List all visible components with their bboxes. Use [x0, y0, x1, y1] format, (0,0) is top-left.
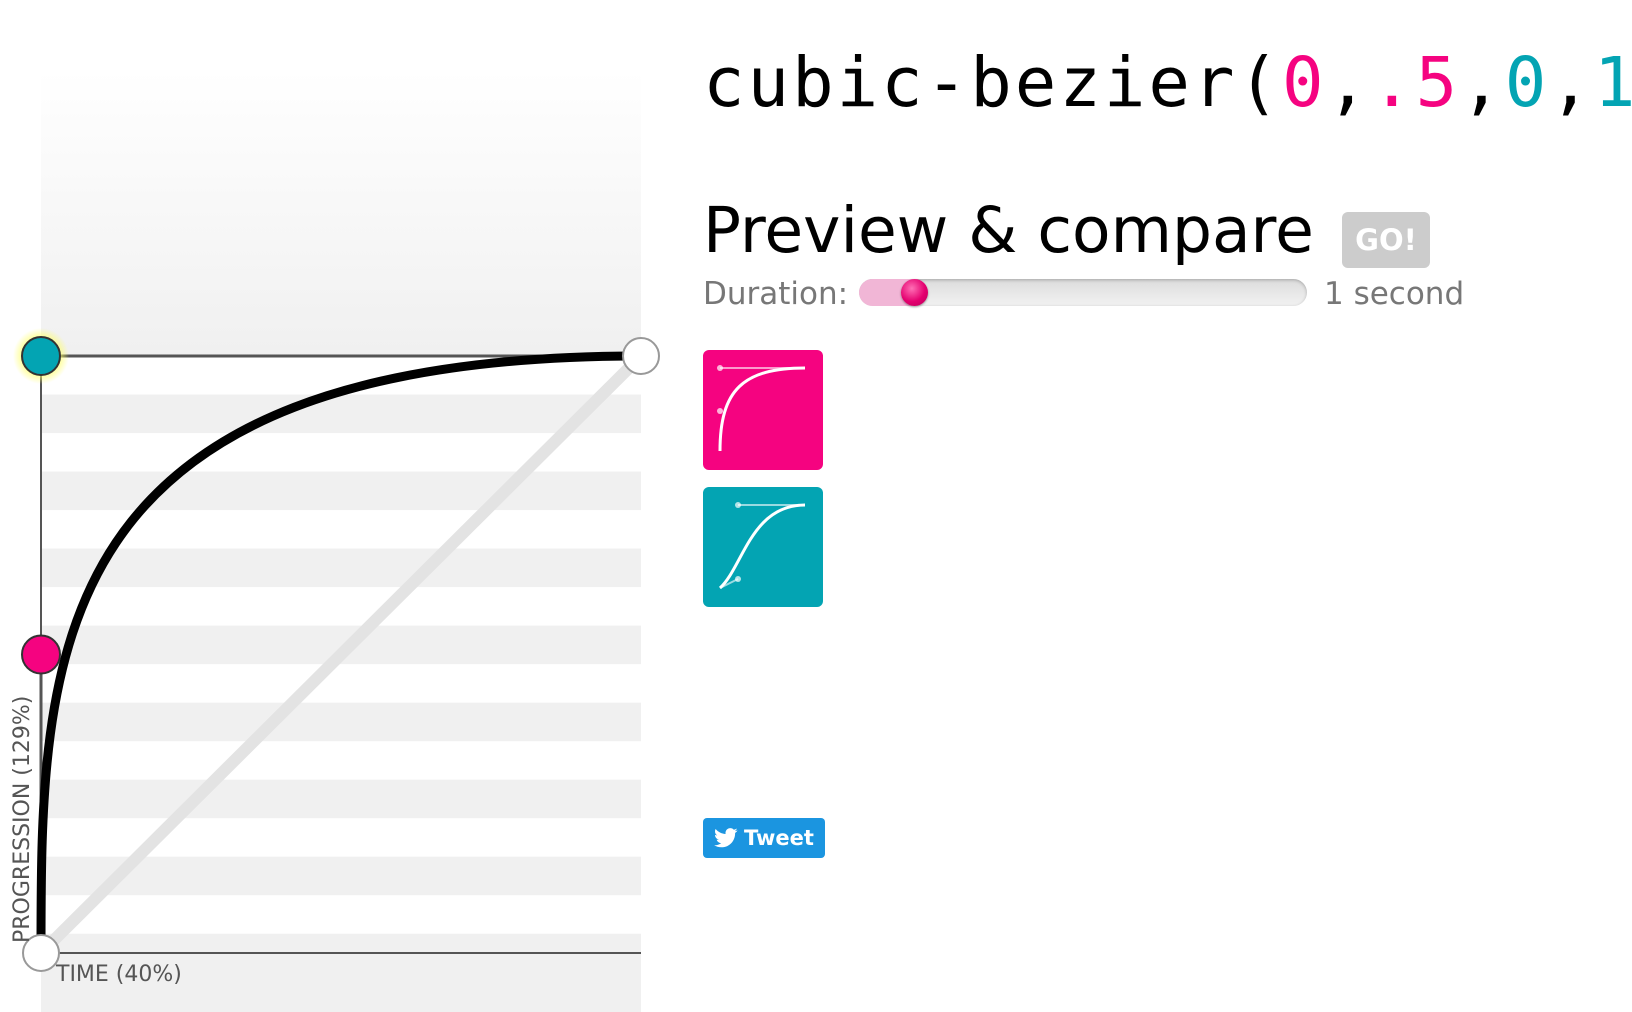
graph-stripe: [41, 548, 641, 588]
graph-stripe: [41, 779, 641, 819]
formula-separator: ,: [1326, 43, 1372, 123]
formula-p1y: .5: [1371, 43, 1461, 123]
curve-editor: TIME (40%) PROGRESSION (129%): [0, 0, 680, 1012]
end-point: [622, 337, 660, 375]
formula-prefix: cubic-bezier(: [703, 43, 1283, 123]
curve-canvas: [13, 70, 660, 1012]
tweet-button[interactable]: Tweet: [703, 818, 825, 858]
bezier-curve: [36, 351, 646, 958]
formula-separator: ,: [1460, 43, 1505, 123]
p1-handle[interactable]: [21, 634, 61, 675]
formula-p1x: 0: [1282, 43, 1327, 123]
start-point: [22, 934, 60, 972]
graph-stripes: [41, 394, 641, 973]
formula-p2y: 1: [1593, 43, 1632, 123]
formula-separator: ,: [1549, 43, 1594, 123]
bezier-formula[interactable]: cubic-bezier(0,.5,0,1): [703, 38, 1632, 128]
graph-stripe: [41, 471, 641, 511]
duration-slider-thumb[interactable]: [901, 279, 929, 306]
tweet-label: Tweet: [744, 826, 814, 850]
preview-heading: Preview & compare: [703, 194, 1314, 267]
overflow-area-top: [41, 70, 641, 356]
twitter-bird-icon: [714, 828, 738, 848]
duration-label: Duration:: [703, 276, 849, 312]
formula-p2x: 0: [1504, 43, 1550, 123]
bezier-curve-icon: [717, 365, 806, 452]
p2-handle[interactable]: [21, 336, 61, 376]
duration-slider[interactable]: [859, 279, 1307, 306]
preview-current-curve[interactable]: [703, 350, 823, 470]
graph-stripe: [41, 856, 641, 896]
go-button[interactable]: GO!: [1342, 212, 1430, 268]
preview-compare-curve[interactable]: [703, 487, 823, 607]
progression-axis-label: PROGRESSION (129%): [10, 695, 35, 943]
duration-value: 1 second: [1324, 276, 1465, 312]
graph-stripe: [41, 702, 641, 742]
time-axis-label: TIME (40%): [56, 962, 182, 987]
graph-stripe: [41, 394, 641, 434]
linear-reference-line: [36, 351, 646, 958]
bezier-curve-icon: [718, 502, 806, 590]
